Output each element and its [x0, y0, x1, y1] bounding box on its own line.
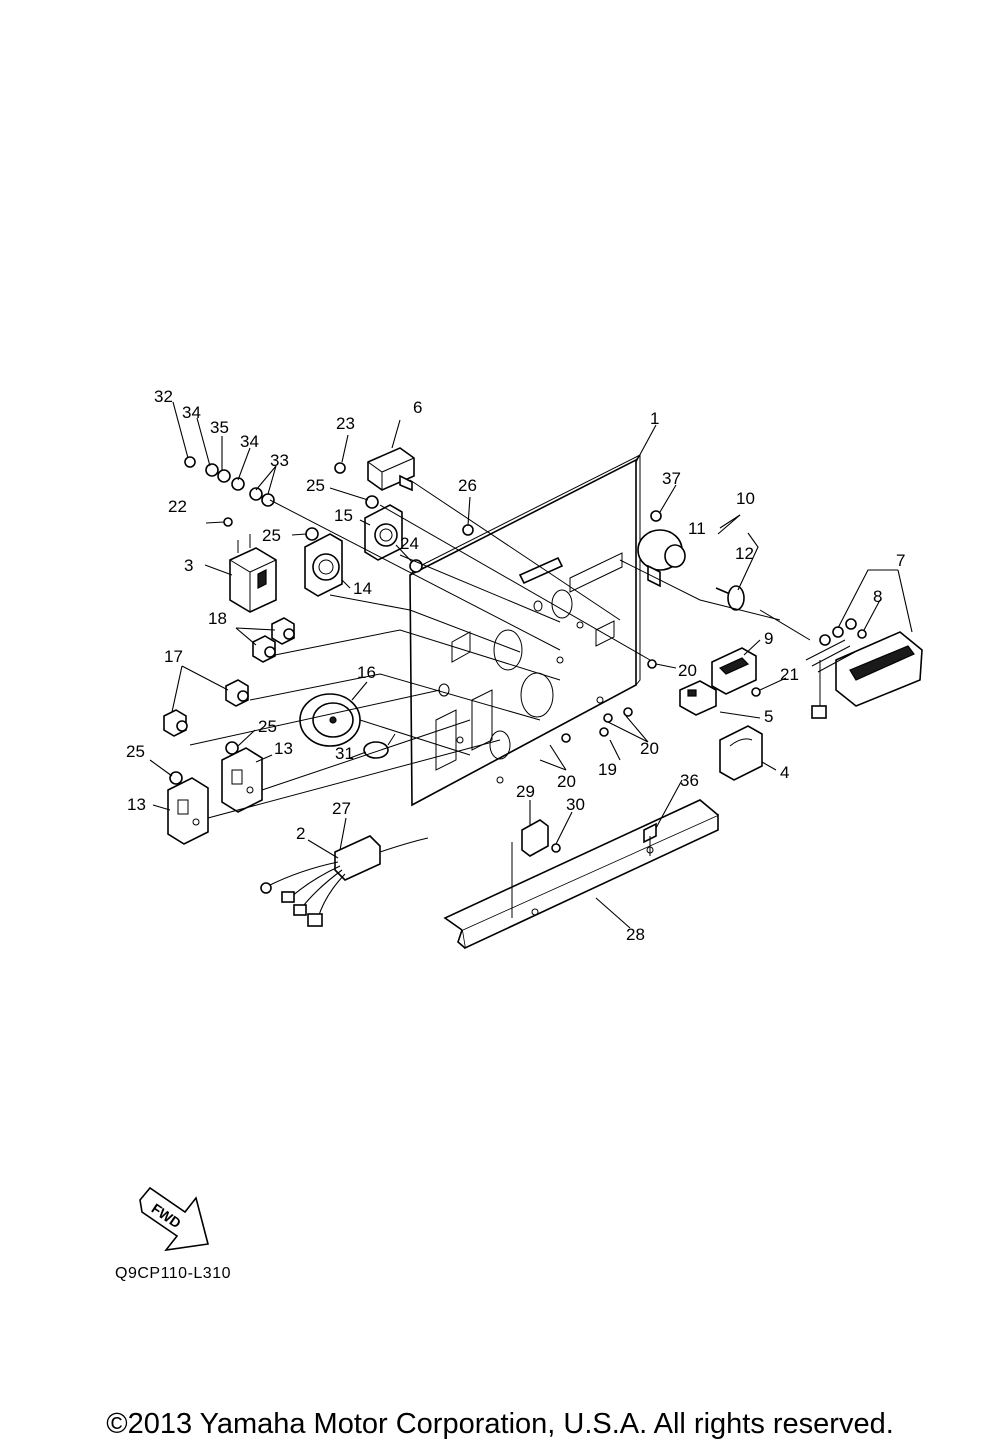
callout-10: 10	[736, 489, 755, 508]
callout-28: 28	[626, 925, 645, 944]
callout-37: 37	[662, 469, 681, 488]
callout-5: 5	[764, 707, 773, 726]
callout-20c: 20	[557, 772, 576, 791]
callout-30: 30	[566, 795, 585, 814]
forward-direction-arrow: FWD	[139, 1186, 210, 1252]
outlet-14	[304, 533, 343, 597]
callout-labels: 1 2 3 4 5 6 7 8 9 10 11 12 13 13 14 15 1…	[126, 387, 905, 944]
copyright-notice: ©2013 Yamaha Motor Corporation, U.S.A. A…	[106, 1408, 894, 1440]
callout-6: 6	[413, 398, 422, 417]
callout-12: 12	[735, 544, 754, 563]
callout-7: 7	[896, 551, 905, 570]
callout-25d: 25	[126, 742, 145, 761]
indicator-cluster	[805, 618, 923, 719]
fuse-holder	[679, 680, 717, 716]
terminal-block	[521, 819, 549, 857]
callout-24: 24	[400, 534, 419, 553]
outlet-15	[364, 504, 403, 561]
relay-box	[367, 447, 415, 492]
callout-29: 29	[516, 782, 535, 801]
twist-lock-outlet	[299, 693, 361, 747]
callout-21: 21	[780, 665, 799, 684]
callout-20a: 20	[678, 661, 697, 680]
callout-27: 27	[332, 799, 351, 818]
outlet-13-right	[221, 747, 263, 813]
callout-25a: 25	[306, 476, 325, 495]
ignition-key	[715, 585, 745, 611]
wire-harness	[260, 835, 429, 927]
callout-11: 11	[688, 519, 706, 538]
mounting-bracket	[443, 799, 719, 950]
callout-1: 1	[650, 409, 659, 428]
callout-20b: 20	[640, 739, 659, 758]
callout-36: 36	[680, 771, 699, 790]
callout-22: 22	[168, 497, 187, 516]
callout-26: 26	[458, 476, 477, 495]
callout-17: 17	[164, 647, 183, 666]
callout-32: 32	[154, 387, 173, 406]
outlet-13-left	[167, 777, 209, 845]
control-panel-plate	[409, 453, 641, 807]
callout-13a: 13	[274, 739, 293, 758]
callout-3: 3	[184, 556, 193, 575]
callout-8: 8	[873, 587, 882, 606]
callout-13b: 13	[127, 795, 146, 814]
switch-18	[252, 617, 295, 663]
leader-lines	[149, 401, 913, 929]
callout-9: 9	[764, 629, 773, 648]
callout-15: 15	[334, 506, 353, 525]
callout-14: 14	[353, 579, 372, 598]
hardware-fasteners	[169, 456, 867, 853]
callout-25c: 25	[258, 717, 277, 736]
callout-2: 2	[296, 824, 305, 843]
drawing-code: Q9CP110-L310	[115, 1265, 231, 1282]
callout-4: 4	[780, 763, 789, 782]
callout-25b: 25	[262, 526, 281, 545]
callout-31: 31	[335, 744, 354, 763]
callout-23: 23	[336, 414, 355, 433]
callout-35: 35	[210, 418, 229, 437]
hour-meter	[711, 647, 757, 695]
callout-18: 18	[208, 609, 227, 628]
callout-16: 16	[357, 663, 376, 682]
voltmeter	[719, 725, 763, 781]
callout-19: 19	[598, 760, 617, 779]
circuit-breaker	[229, 534, 277, 613]
callout-34a: 34	[182, 403, 201, 422]
ignition-knob	[637, 529, 686, 588]
switch-17	[163, 679, 249, 737]
callout-34b: 34	[240, 432, 259, 451]
callout-33: 33	[270, 451, 289, 470]
